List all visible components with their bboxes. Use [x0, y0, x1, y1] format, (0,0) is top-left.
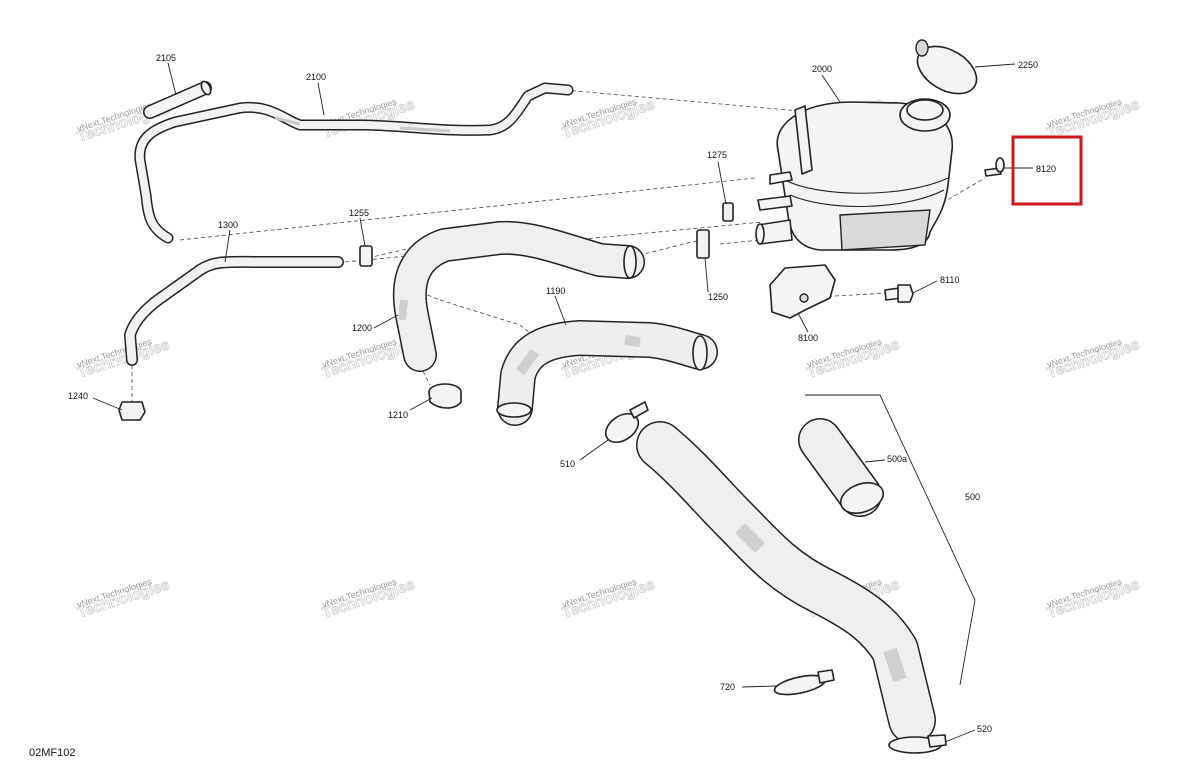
hose-1200[interactable] [392, 220, 645, 372]
callout-1200[interactable]: 1200 [352, 323, 372, 333]
callout-labels: 2105 2100 2000 2250 1275 8120 1255 1300 … [68, 53, 1056, 734]
callout-1255[interactable]: 1255 [349, 208, 369, 218]
hose-1190[interactable] [496, 320, 718, 426]
callout-1190[interactable]: 1190 [546, 286, 565, 296]
callout-1250[interactable]: 1250 [708, 292, 728, 302]
callout-520[interactable]: 520 [977, 724, 992, 734]
callout-1300[interactable]: 1300 [218, 220, 238, 230]
diagram-code: 02MF102 [29, 747, 75, 759]
clamp-720[interactable] [773, 669, 835, 698]
clamp-510[interactable] [600, 401, 649, 448]
clamp-1255[interactable] [359, 245, 373, 267]
leader-lines [92, 62, 1033, 743]
reservoir-cap-2250[interactable] [909, 37, 984, 104]
clamp-1275[interactable] [722, 202, 734, 222]
callout-1240[interactable]: 1240 [68, 391, 88, 401]
callout-8100[interactable]: 8100 [798, 333, 818, 343]
clamp-520[interactable] [888, 734, 947, 754]
callout-2105[interactable]: 2105 [156, 53, 176, 63]
callout-1210[interactable]: 1210 [388, 410, 408, 420]
bracket-8100[interactable] [769, 264, 836, 319]
callout-720[interactable]: 720 [720, 682, 735, 692]
callout-500[interactable]: 500 [965, 492, 980, 502]
clamp-1250[interactable] [696, 229, 710, 259]
hose-2105[interactable] [143, 80, 213, 119]
clamp-1210[interactable] [428, 383, 462, 409]
coolant-reservoir-2000[interactable] [755, 98, 954, 251]
tube-2100[interactable] [134, 82, 574, 244]
callout-500a[interactable]: 500a [887, 454, 907, 464]
callout-2000[interactable]: 2000 [812, 64, 832, 74]
tube-1300[interactable] [124, 255, 344, 366]
highlight-box-8120 [1011, 135, 1083, 206]
hose-500[interactable] [636, 421, 936, 744]
callout-8110[interactable]: 8110 [940, 275, 959, 285]
callout-2250[interactable]: 2250 [1018, 60, 1038, 70]
callout-8120[interactable]: 8120 [1036, 164, 1056, 174]
callout-2100[interactable]: 2100 [306, 72, 326, 82]
hose-500a[interactable] [798, 418, 887, 519]
nut-1240[interactable] [118, 401, 146, 421]
screw-8120[interactable] [984, 157, 1005, 177]
bolt-8110[interactable] [884, 284, 914, 303]
callout-510[interactable]: 510 [560, 459, 575, 469]
group-bracket-500 [805, 394, 976, 686]
callout-1275[interactable]: 1275 [707, 150, 727, 160]
